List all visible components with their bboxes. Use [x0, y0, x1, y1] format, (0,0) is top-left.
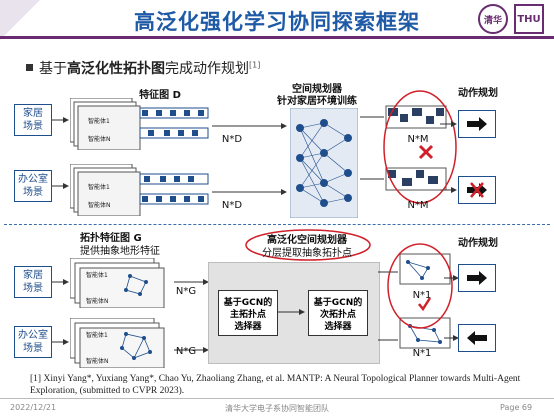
- footer-divider: [0, 398, 554, 399]
- bullet-heading: 基于高泛化性拓扑图完成动作规划[1]: [26, 58, 260, 78]
- bullet-suffix: 完成动作规划: [165, 61, 249, 77]
- footer-page-number: Page 69: [500, 403, 533, 412]
- reference-citation: [1] Xinyi Yang*, Yuxiang Yang*, Chao Yu,…: [30, 374, 521, 396]
- agentN-label-b-home: 智能体N: [86, 298, 109, 305]
- check-mark-icon: [418, 297, 432, 312]
- action-office-top: [458, 176, 496, 204]
- topo-stack-home: [70, 258, 165, 308]
- agentN-label-top-home: 智能体N: [88, 136, 111, 143]
- dim-nd-office: N*D: [221, 200, 243, 211]
- dim-nm-home: N*M: [407, 134, 429, 145]
- scene-office-b-label1: 办公室: [18, 330, 48, 341]
- gcn-sub-line3: 选择器: [324, 322, 352, 332]
- topo-map-subtitle: 提供抽象地形特征: [80, 246, 160, 257]
- agent1-label-top-home: 智能体1: [88, 118, 110, 125]
- gcn-main-line3: 选择器: [234, 322, 262, 332]
- planner-red-ellipse: [245, 229, 371, 261]
- action-office-bottom: [458, 324, 496, 352]
- gcn-sub-line1: 基于GCN的: [313, 298, 363, 308]
- dim-ng-office: N*G: [175, 346, 197, 357]
- gcn-sub-line2: 次拓扑点: [319, 310, 356, 320]
- gcn-main-line2: 主拓扑点: [229, 310, 266, 320]
- gcn-sub-selector: 基于GCN的 次拓扑点 选择器: [308, 290, 368, 336]
- bullet-square-icon: [26, 64, 33, 71]
- planner-title: 空间规划器 针对家居环境训练: [262, 84, 372, 108]
- arrow-right-crossed-icon: [467, 182, 487, 198]
- scene-home-label1: 家居: [23, 108, 43, 119]
- feature-stack-home: [70, 98, 209, 150]
- agentN-label-b-office: 智能体N: [86, 358, 109, 365]
- scene-home-bottom: 家居 场景: [14, 266, 52, 298]
- bottom-red-ellipse: [387, 243, 453, 329]
- bullet-reference[interactable]: [1]: [249, 60, 261, 70]
- topo-map-title: 拓扑特征图 G: [80, 233, 142, 244]
- bottom-flow-arrows: [52, 279, 209, 353]
- corner-decoration: [0, 0, 40, 40]
- action-title-top: 动作规划: [458, 88, 498, 99]
- agent1-label-top-office: 智能体1: [88, 184, 110, 191]
- scene-home-b-label2: 场景: [23, 283, 43, 294]
- dim-n1-office: N*1: [412, 348, 432, 359]
- planner-title-line1: 空间规划器: [292, 84, 342, 95]
- feature-stack-office: [70, 164, 209, 216]
- bullet-bold: 高泛化性拓扑图: [67, 61, 165, 77]
- bullet-prefix: 基于: [39, 61, 67, 77]
- footer-date: 2022/12/21: [10, 403, 57, 412]
- gcn-link-arrow: [278, 309, 305, 315]
- top-red-ellipse: [383, 90, 457, 204]
- university-seal-icon: 清华: [478, 4, 508, 34]
- agent1-label-b-home: 智能体1: [86, 272, 108, 279]
- section-divider: [4, 224, 550, 225]
- feature-map-title: 特征图 D: [139, 90, 181, 101]
- agent1-label-b-office: 智能体1: [86, 332, 108, 339]
- top-flow-arrows: [52, 117, 287, 195]
- generalized-planner-title: 高泛化空间规划器: [267, 235, 347, 246]
- dim-nm-office: N*M: [407, 200, 429, 211]
- cross-mark-icon: [418, 144, 434, 160]
- arrow-left-icon: [467, 331, 487, 345]
- arrow-right-icon: [467, 271, 487, 285]
- action-title-bottom: 动作规划: [458, 238, 498, 249]
- neural-network-icon: [290, 108, 358, 218]
- footer-team: 清华大学电子系协同智能团队: [225, 404, 329, 413]
- top-action-arrows: [440, 121, 457, 193]
- gcn-main-line1: 基于GCN的: [223, 298, 273, 308]
- planner-title-line2: 针对家居环境训练: [277, 96, 357, 107]
- scene-office-bottom: 办公室 场景: [14, 326, 52, 358]
- bottom-action-arrows: [444, 275, 459, 341]
- scene-office-b-label2: 场景: [23, 343, 43, 354]
- generalized-planner-subtitle: 分层提取抽象拓扑点: [262, 248, 352, 259]
- title-divider: [0, 36, 554, 39]
- bottom-output-maps: [378, 253, 451, 349]
- arrow-right-icon: [467, 117, 487, 131]
- slide-title: 高泛化强化学习协同探索框架: [134, 10, 420, 34]
- scene-home-label2: 场景: [23, 121, 43, 132]
- action-home-bottom: [458, 264, 496, 292]
- dim-n1-home: N*1: [412, 290, 432, 301]
- scene-home-top: 家居 场景: [14, 104, 52, 136]
- scene-home-b-label1: 家居: [23, 270, 43, 281]
- action-home-top: [458, 110, 496, 138]
- scene-office-label1: 办公室: [18, 174, 48, 185]
- top-output-maps: [360, 105, 447, 191]
- dim-nd-home: N*D: [221, 134, 243, 145]
- gcn-main-selector: 基于GCN的 主拓扑点 选择器: [218, 290, 278, 336]
- scene-office-top: 办公室 场景: [14, 170, 52, 202]
- topo-stack-office: [70, 318, 165, 368]
- scene-office-label2: 场景: [23, 187, 43, 198]
- agentN-label-top-office: 智能体N: [88, 202, 111, 209]
- dim-ng-home: N*G: [175, 286, 197, 297]
- university-emblem-icon: THU: [514, 4, 544, 34]
